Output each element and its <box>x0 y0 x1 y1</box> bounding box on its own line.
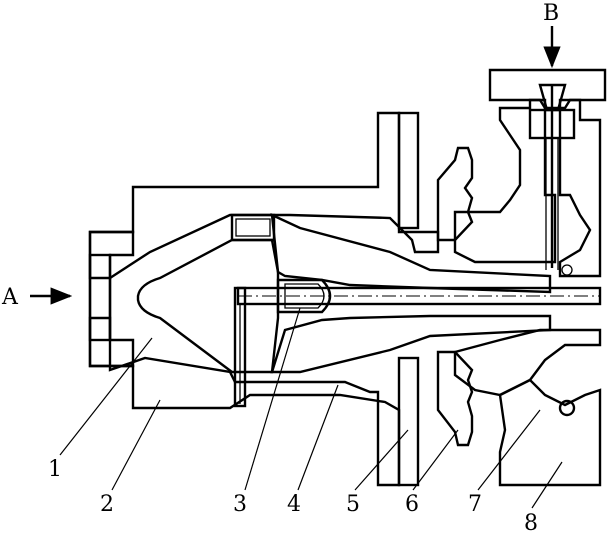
part-label-6: 6 <box>405 492 419 517</box>
inlet-b-label: B <box>543 1 559 26</box>
part-label-4: 4 <box>287 492 301 517</box>
inlet-a-arrow: A <box>1 285 73 310</box>
inlet-b-arrow: B <box>543 1 561 69</box>
part-label-8: 8 <box>524 511 538 536</box>
leader-lines <box>59 307 563 509</box>
part-label-3: 3 <box>233 492 247 517</box>
part-label-1: 1 <box>48 457 62 482</box>
flange-plate-part <box>397 111 420 487</box>
inlet-a-label: A <box>1 285 19 310</box>
inlet-cap-part <box>88 230 135 368</box>
part-number-labels: 1 2 3 4 5 6 7 8 <box>48 457 538 536</box>
capillary-tube-part <box>230 213 332 314</box>
central-bore <box>233 286 602 408</box>
o-ring-seal <box>558 399 576 417</box>
part-label-5: 5 <box>346 492 360 517</box>
right-block-part <box>488 68 607 487</box>
inner-cone-part <box>136 238 280 374</box>
middle-sleeve-part <box>270 213 552 374</box>
housing-connector-part <box>453 98 602 397</box>
o-ring-seal-upper <box>561 264 573 276</box>
part-label-2: 2 <box>100 492 114 517</box>
part-label-7: 7 <box>468 492 482 517</box>
